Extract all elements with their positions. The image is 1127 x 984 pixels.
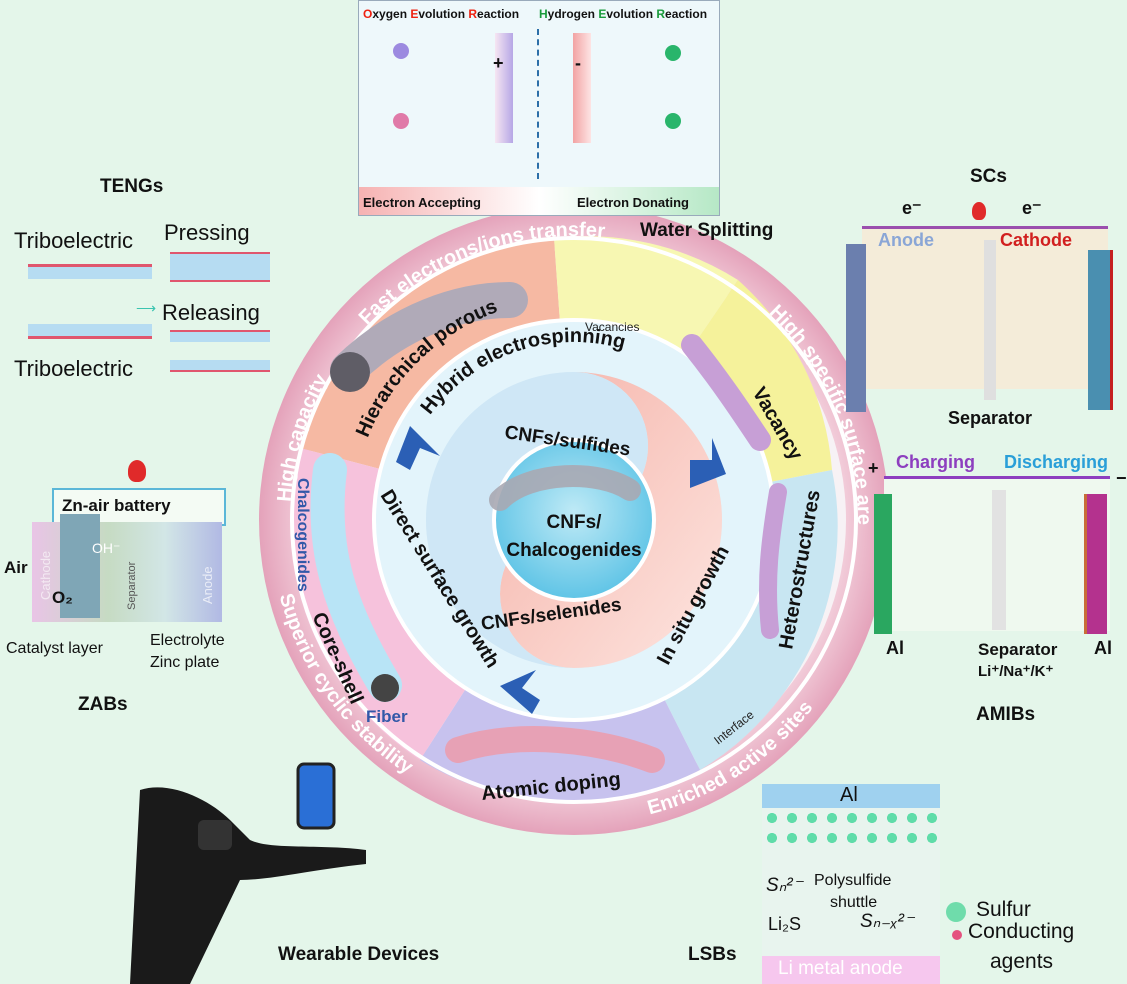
amibs-separator-plate — [992, 490, 1006, 630]
zab-zinc-label: Zinc plate — [150, 654, 220, 671]
pressing-label: Pressing — [164, 220, 250, 245]
lsb-shuttle: shuttle — [830, 894, 878, 911]
vacancy-fiber — [681, 334, 771, 451]
teng-releasing-bottom — [170, 360, 270, 372]
triboelectric-top: Triboelectric — [14, 228, 133, 253]
conducting-legend-2: agents — [990, 950, 1054, 973]
phone-icon — [296, 762, 336, 830]
scs-title: SCs — [970, 166, 1007, 187]
zab-anode-label: Anode — [200, 566, 215, 604]
ws-footer — [359, 187, 719, 215]
lsb-sulfur-layer — [762, 808, 940, 848]
core-fiber — [489, 465, 641, 511]
zab-bulb-icon — [128, 460, 146, 482]
zab-oh: OH⁻ — [92, 540, 121, 556]
scs-e-left: e⁻ — [902, 198, 922, 218]
core-line2: Chalcogenides — [506, 540, 641, 561]
ws-minus: - — [575, 53, 581, 73]
scs-bulb-icon — [972, 202, 986, 220]
teng-pressing-plate — [170, 252, 270, 282]
her-title: Hydrogen Evolution Reaction — [539, 7, 708, 21]
amibs-charging: Charging — [896, 452, 975, 472]
zab-air: Air — [4, 558, 28, 577]
wearable-illustration — [130, 762, 366, 984]
amibs-discharging: Discharging — [1004, 452, 1109, 472]
amibs-title: AMIBs — [976, 704, 1036, 725]
h2-bubble — [665, 45, 681, 61]
lsb-anode-label: Li metal anode — [778, 958, 903, 979]
amibs-al-right: Al — [1094, 638, 1112, 658]
lsb-sn: Sₙ²⁻ — [766, 875, 803, 896]
amibs-ions: Li⁺/Na⁺/K⁺ — [978, 663, 1054, 680]
sulfur-legend: Sulfur — [976, 898, 1031, 921]
tengs-title: TENGs — [100, 176, 164, 197]
amibs-plus: + — [868, 458, 879, 478]
water-splitting-panel: Oxygen Evolution Reaction Hydrogen Evolu… — [358, 0, 720, 216]
teng-releasing-top — [170, 330, 270, 342]
conducting-legend-icon — [952, 930, 962, 940]
oh-bubble — [393, 113, 409, 129]
lsb-polysulfide: Polysulfide — [814, 872, 892, 889]
water-splitting-title: Water Splitting — [640, 220, 774, 241]
electron-accepting: Electron Accepting — [363, 195, 481, 210]
arrow-direct-top — [396, 426, 440, 470]
lsb-li2s: Li₂S — [768, 914, 802, 934]
zab-o2: O₂ — [52, 588, 73, 607]
scs-anode-plate — [846, 244, 866, 412]
zab-electrolyte-label: Electrolyte — [150, 632, 225, 649]
triboelectric-bottom: Triboelectric — [14, 356, 133, 381]
teng-top-plate — [28, 264, 152, 279]
zab-separator-label: Separator — [126, 561, 138, 610]
zab-battery-label: Zn-air battery — [62, 496, 171, 515]
scs-separator-label: Separator — [948, 408, 1033, 428]
electron-donating: Electron Donating — [577, 195, 689, 210]
arrow-direct-bottom — [500, 670, 540, 714]
lsb-snx: Sₙ₋ₓ²⁻ — [860, 911, 914, 932]
zab-catalyst-label: Catalyst layer — [6, 640, 103, 657]
zab-catalyst — [60, 514, 100, 618]
teng-bottom-plate — [28, 324, 152, 339]
releasing-label: Releasing — [162, 300, 260, 325]
ws-divider — [537, 29, 539, 179]
amibs-al-left: Al — [886, 638, 904, 658]
ws-anode — [495, 33, 513, 143]
amibs-minus: − — [1116, 468, 1127, 488]
sulfur-legend-icon — [946, 902, 966, 922]
wearable-title: Wearable Devices — [278, 944, 440, 965]
arrow-insitu — [690, 438, 726, 488]
doping-fiber — [445, 726, 665, 773]
amibs-separator-label: Separator — [978, 640, 1058, 659]
zab-cathode-label: Cathode — [38, 550, 53, 600]
scs-cathode-plate — [1088, 250, 1113, 410]
zabs-title: ZABs — [78, 694, 128, 715]
oer-title: Oxygen Evolution Reaction — [363, 7, 520, 21]
scs-separator-plate — [984, 240, 996, 400]
ws-cathode — [573, 33, 591, 143]
porous-fiber — [330, 282, 528, 388]
conducting-legend: Conducting — [968, 920, 1075, 943]
watch-icon — [198, 820, 232, 850]
lsb-al-label: Al — [840, 784, 858, 806]
ws-plus: + — [493, 53, 504, 73]
amibs-right-electrode — [1084, 494, 1107, 634]
scs-e-right: e⁻ — [1022, 198, 1042, 218]
scs-cathode-label: Cathode — [1000, 230, 1072, 250]
struct-vacancies-label: Vacancies — [585, 320, 639, 334]
teng-arrow: ⟶ — [136, 300, 157, 316]
struct-fiber-label: Fiber — [366, 707, 408, 726]
lsb-al-bar — [762, 784, 940, 808]
o2-bubble — [393, 43, 409, 59]
hetero-fiber — [759, 483, 787, 639]
amibs-left-electrode — [874, 494, 892, 634]
struct-chalcogenides-label: Chalcogenides — [294, 478, 311, 592]
coreshell-fiber — [310, 453, 402, 702]
lsbs-title: LSBs — [688, 944, 737, 965]
lsb-anode-bar — [762, 956, 940, 984]
h-bubble — [665, 113, 681, 129]
core-line1: CNFs/ — [547, 512, 603, 533]
scs-anode-label: Anode — [878, 230, 934, 250]
